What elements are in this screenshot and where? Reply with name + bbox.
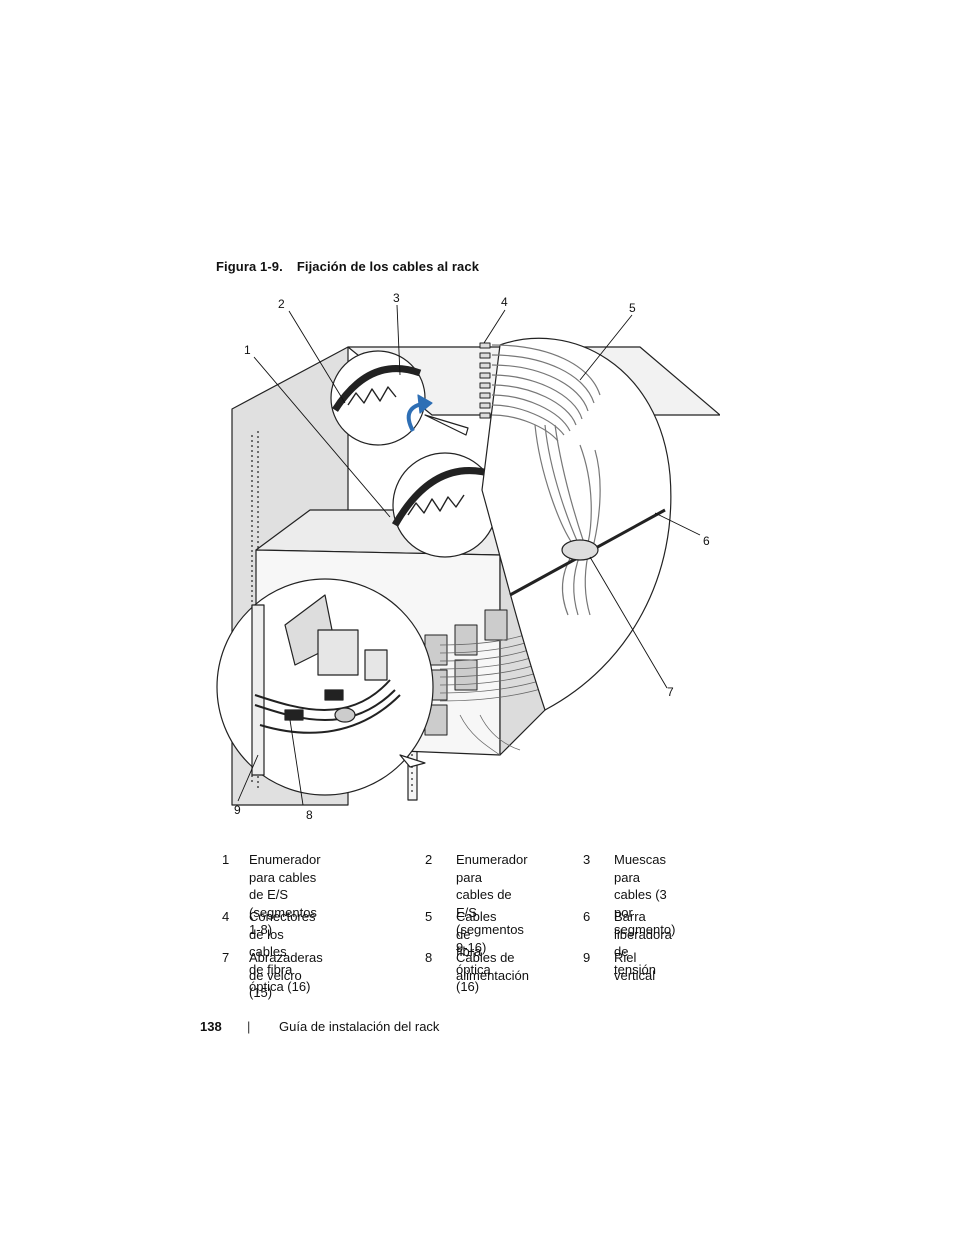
legend-text-7: Abrazaderas de velcro (15): [249, 950, 323, 1000]
figure-label: Figura 1-9.: [216, 259, 283, 274]
callout-8: 8: [306, 808, 313, 822]
legend-num-8: 8: [425, 950, 433, 965]
legend-num-7: 7: [222, 950, 230, 965]
legend-num-9: 9: [583, 950, 591, 965]
callout-2: 2: [278, 297, 285, 311]
magnified-view-power-cables: [216, 578, 434, 796]
callout-5: 5: [629, 301, 636, 315]
fiber-cables: [491, 344, 601, 616]
legend-num-4: 4: [222, 909, 230, 924]
figure-caption: Figura 1-9. Fijación de los cables al rac…: [216, 259, 479, 274]
power-cables: [254, 679, 391, 711]
figure-title: Fijación de los cables al rack: [296, 259, 480, 274]
legend-num-6: 6: [583, 909, 591, 924]
footer-doc-title: Guía de instalación del rack: [279, 1019, 440, 1034]
callout-7: 7: [667, 685, 674, 699]
rotate-arrow-icon: [417, 394, 433, 414]
callout-9: 9: [234, 803, 241, 817]
legend-num-3: 3: [583, 852, 591, 867]
magnified-view-fiber-cables: [481, 337, 672, 711]
footer-separator: |: [247, 1019, 251, 1034]
fiber-connectors: [479, 342, 491, 419]
rack-cable-illustration: 1 2 3 4 5 6 7 8 9: [216, 291, 720, 822]
legend-num-5: 5: [425, 909, 433, 924]
callout-3: 3: [393, 291, 400, 305]
legend-num-2: 2: [425, 852, 433, 867]
page-number: 138: [200, 1019, 222, 1034]
legend-num-1: 1: [222, 852, 230, 867]
callout-6: 6: [703, 534, 710, 548]
callout-1: 1: [244, 343, 251, 357]
callout-4: 4: [501, 295, 508, 309]
velcro-strap: [561, 539, 599, 561]
legend-text-9: Riel vertical: [614, 950, 656, 983]
